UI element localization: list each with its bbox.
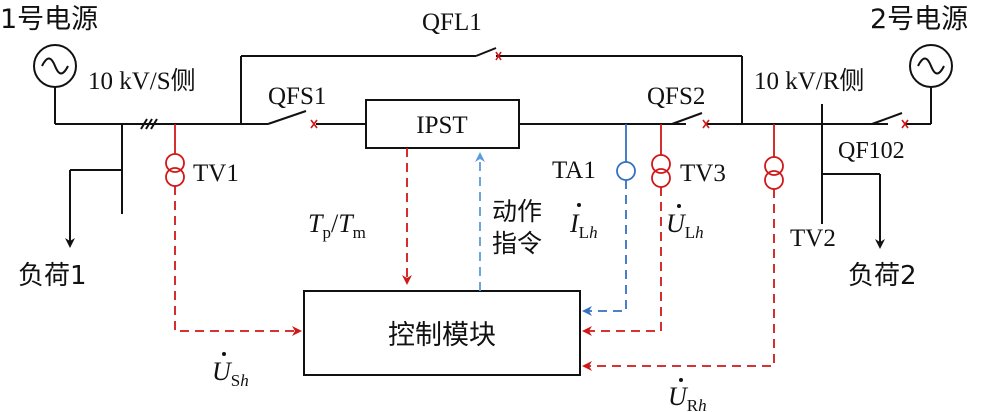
i-lh-label: ILh — [569, 203, 598, 242]
source-1-label: 1号电源 — [0, 4, 98, 35]
main-bus-lines — [54, 55, 932, 249]
breaker-qfs2-icon — [671, 112, 710, 129]
ac-source-1-icon — [33, 44, 77, 88]
svg-text:URh: URh — [668, 382, 707, 412]
tv1-signal-line — [174, 186, 302, 336]
load-1-label: 负荷1 — [18, 261, 87, 291]
u-rh-label: URh — [668, 378, 707, 412]
breaker-qfs1-icon — [267, 110, 318, 129]
breaker-qfs2-label: QFS2 — [647, 83, 705, 110]
tv2-signal-line — [582, 189, 775, 371]
load-2-label: 负荷2 — [848, 261, 917, 291]
u-lh-label: ULh — [666, 204, 704, 242]
tv3-icon — [651, 124, 671, 188]
tv2-label: TV2 — [790, 225, 836, 252]
control-module-label: 控制模块 — [388, 320, 496, 351]
three-phase-mark — [140, 118, 158, 130]
ta1-signal-line — [582, 180, 627, 316]
ipst-label: IPST — [416, 112, 467, 139]
breaker-qf102-icon — [871, 112, 909, 129]
breaker-qfs1-label: QFS1 — [268, 83, 326, 110]
svg-text:ULh: ULh — [666, 209, 704, 242]
svg-text:ILh: ILh — [569, 209, 598, 242]
tv2-icon — [764, 124, 784, 190]
left-bus-label: 10 kV/S侧 — [88, 67, 196, 95]
tp-tm-label: Tp/Tm — [308, 209, 366, 242]
ac-source-2-icon — [909, 44, 953, 88]
command-label-line2: 指令 — [492, 229, 542, 258]
ta1-label: TA1 — [552, 157, 596, 184]
command-label-line1: 动作 — [492, 197, 542, 226]
breaker-qfl1-label: QFL1 — [422, 9, 482, 36]
ta1-icon — [616, 124, 636, 181]
u-sh-label: USh — [212, 352, 249, 390]
breaker-qfl1-icon — [475, 47, 502, 61]
tv3-label: TV3 — [680, 160, 726, 187]
tv3-signal-line — [582, 187, 662, 336]
right-bus-label: 10 kV/R侧 — [754, 67, 864, 95]
svg-text:USh: USh — [212, 357, 249, 390]
tv1-icon — [165, 124, 185, 187]
ipst-box — [365, 99, 520, 149]
tv1-label: TV1 — [193, 160, 239, 187]
breaker-qf102-label: QF102 — [838, 138, 905, 164]
control-module-box — [303, 290, 581, 376]
source-2-label: 2号电源 — [870, 4, 968, 35]
